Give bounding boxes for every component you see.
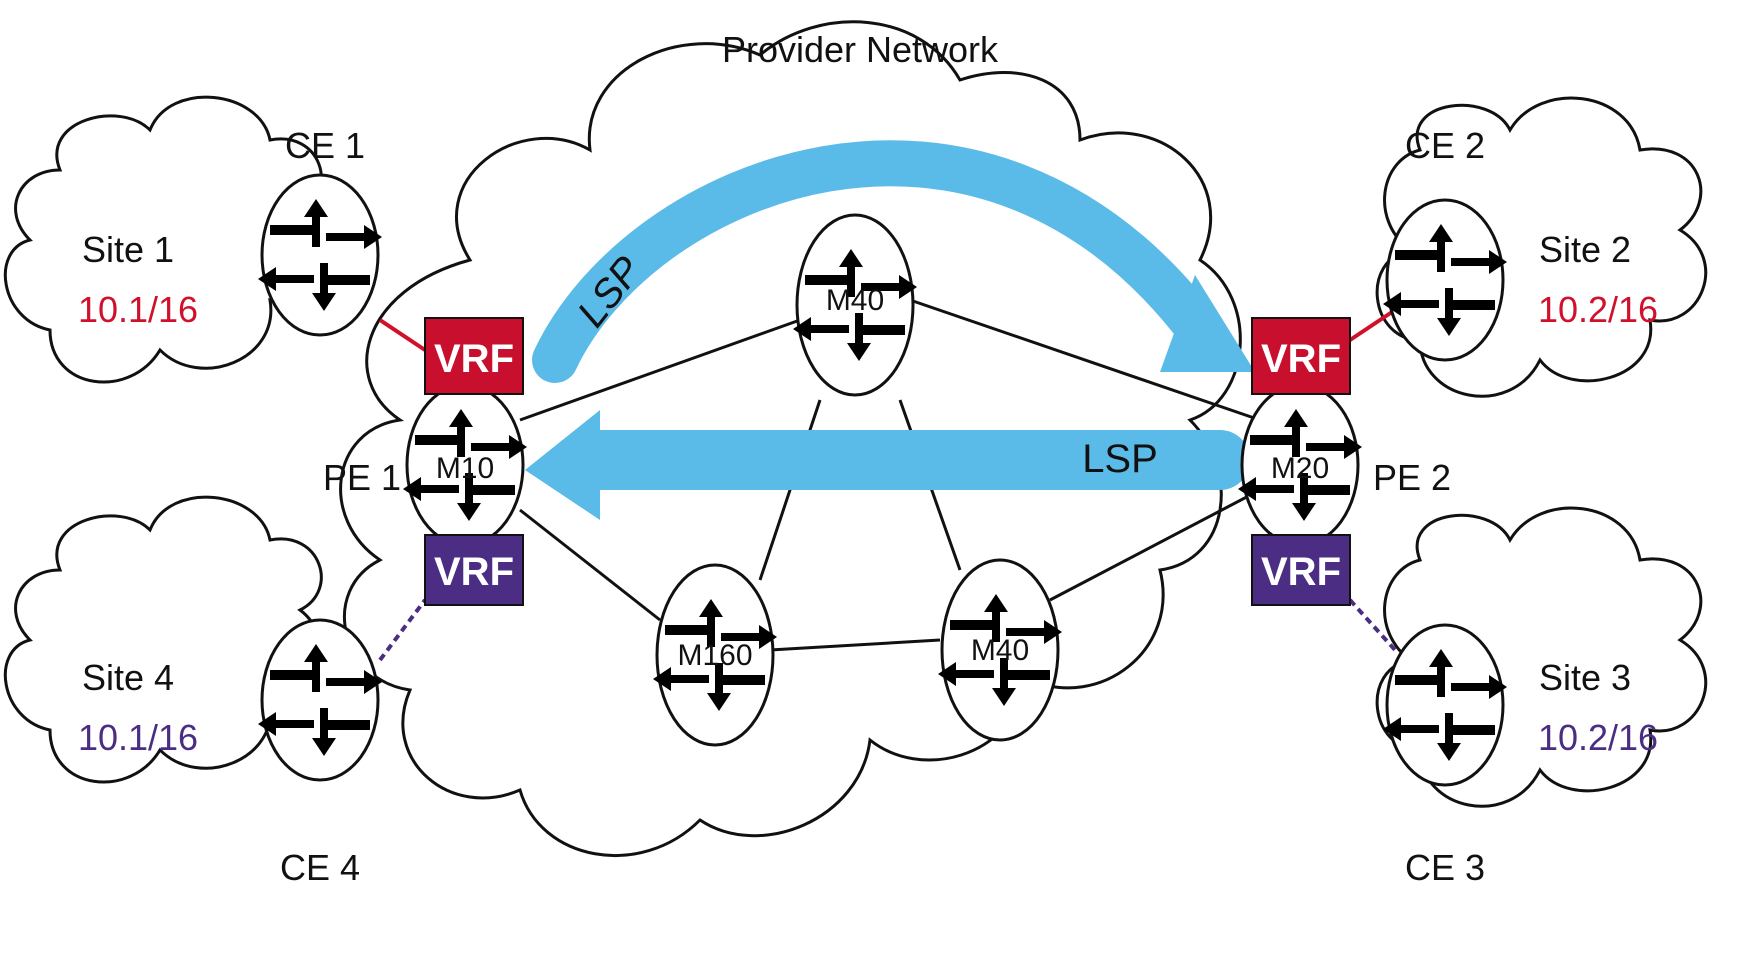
lsp-lower-label: LSP (1082, 437, 1158, 481)
provider-network-title: Provider Network (722, 29, 999, 70)
ce2-label: CE 2 (1405, 125, 1485, 166)
router-core-bottom-left-body (655, 563, 775, 747)
router-ce3 (1383, 623, 1507, 787)
router-ce2-body (1385, 198, 1505, 362)
site-4-prefix: 10.1/16 (78, 717, 198, 758)
lsp-upper-arrowhead (1160, 275, 1255, 372)
vrf-pe1-purple-box (424, 534, 524, 606)
router-ce1 (258, 173, 382, 337)
lsp-lower-arrowhead (525, 410, 600, 520)
router-pe2-label: M20 (1271, 452, 1329, 485)
router-ce1-body (260, 173, 380, 337)
vrf-pe2-purple-box (1251, 534, 1351, 606)
link-ce1-vrf1 (378, 318, 427, 352)
site-1-cloud (3, 95, 323, 384)
site-2-name: Site 2 (1539, 229, 1631, 270)
vrf-pe1-purple: VRF (424, 534, 524, 606)
router-core-bottom-right-body (940, 558, 1060, 742)
site-4-name: Site 4 (82, 657, 174, 698)
site-2-prefix: 10.2/16 (1538, 289, 1658, 330)
vrf-pe1-purple-label: VRF (434, 550, 514, 594)
router-pe1-label: M10 (436, 452, 494, 485)
router-ce4-body (260, 618, 380, 782)
router-core-top (793, 213, 917, 397)
vrf-pe1-red-label: VRF (434, 337, 514, 381)
router-core-bottom-right-label: M40 (971, 634, 1029, 667)
lsp-upper-arrow (532, 140, 1223, 383)
vrf-pe2-purple: VRF (1251, 534, 1351, 606)
vrf-pe1-red-box (424, 317, 524, 395)
site-1-prefix: 10.1/16 (78, 289, 198, 330)
site-3-name: Site 3 (1539, 657, 1631, 698)
vrf-pe2-red: VRF (1251, 317, 1351, 395)
vrf-pe2-red-label: VRF (1261, 337, 1341, 381)
router-ce4 (258, 618, 382, 782)
router-core-top-body (795, 213, 915, 397)
link-pe1-m160 (519, 508, 661, 622)
router-core-bottom-left-label: M160 (677, 639, 752, 672)
vrf-pe2-red-box (1251, 317, 1351, 395)
link-m40bottom-pe2 (1049, 488, 1261, 602)
link-ce4-vrf4 (378, 598, 427, 662)
router-core-bottom-right (938, 558, 1062, 742)
router-ce2 (1383, 198, 1507, 362)
link-ce2-vrf2 (1348, 308, 1397, 342)
link-pe1-m40top (519, 318, 801, 422)
site-3-prefix: 10.2/16 (1538, 717, 1658, 758)
vrf-pe1-red: VRF (424, 317, 524, 395)
site-1-name: Site 1 (82, 229, 174, 270)
link-m160-m40bottom (769, 638, 941, 652)
ce4-label: CE 4 (280, 847, 360, 888)
core-links (519, 298, 1261, 652)
vrf-pe2-purple-label: VRF (1261, 550, 1341, 594)
pe2-label: PE 2 (1373, 457, 1451, 498)
ce3-label: CE 3 (1405, 847, 1485, 888)
router-core-bottom-left (653, 563, 777, 747)
ce1-label: CE 1 (285, 125, 365, 166)
router-core-top-label: M40 (826, 284, 884, 317)
pe1-label: PE 1 (323, 457, 401, 498)
link-m40top-pe2 (909, 298, 1261, 422)
router-ce3-body (1385, 623, 1505, 787)
